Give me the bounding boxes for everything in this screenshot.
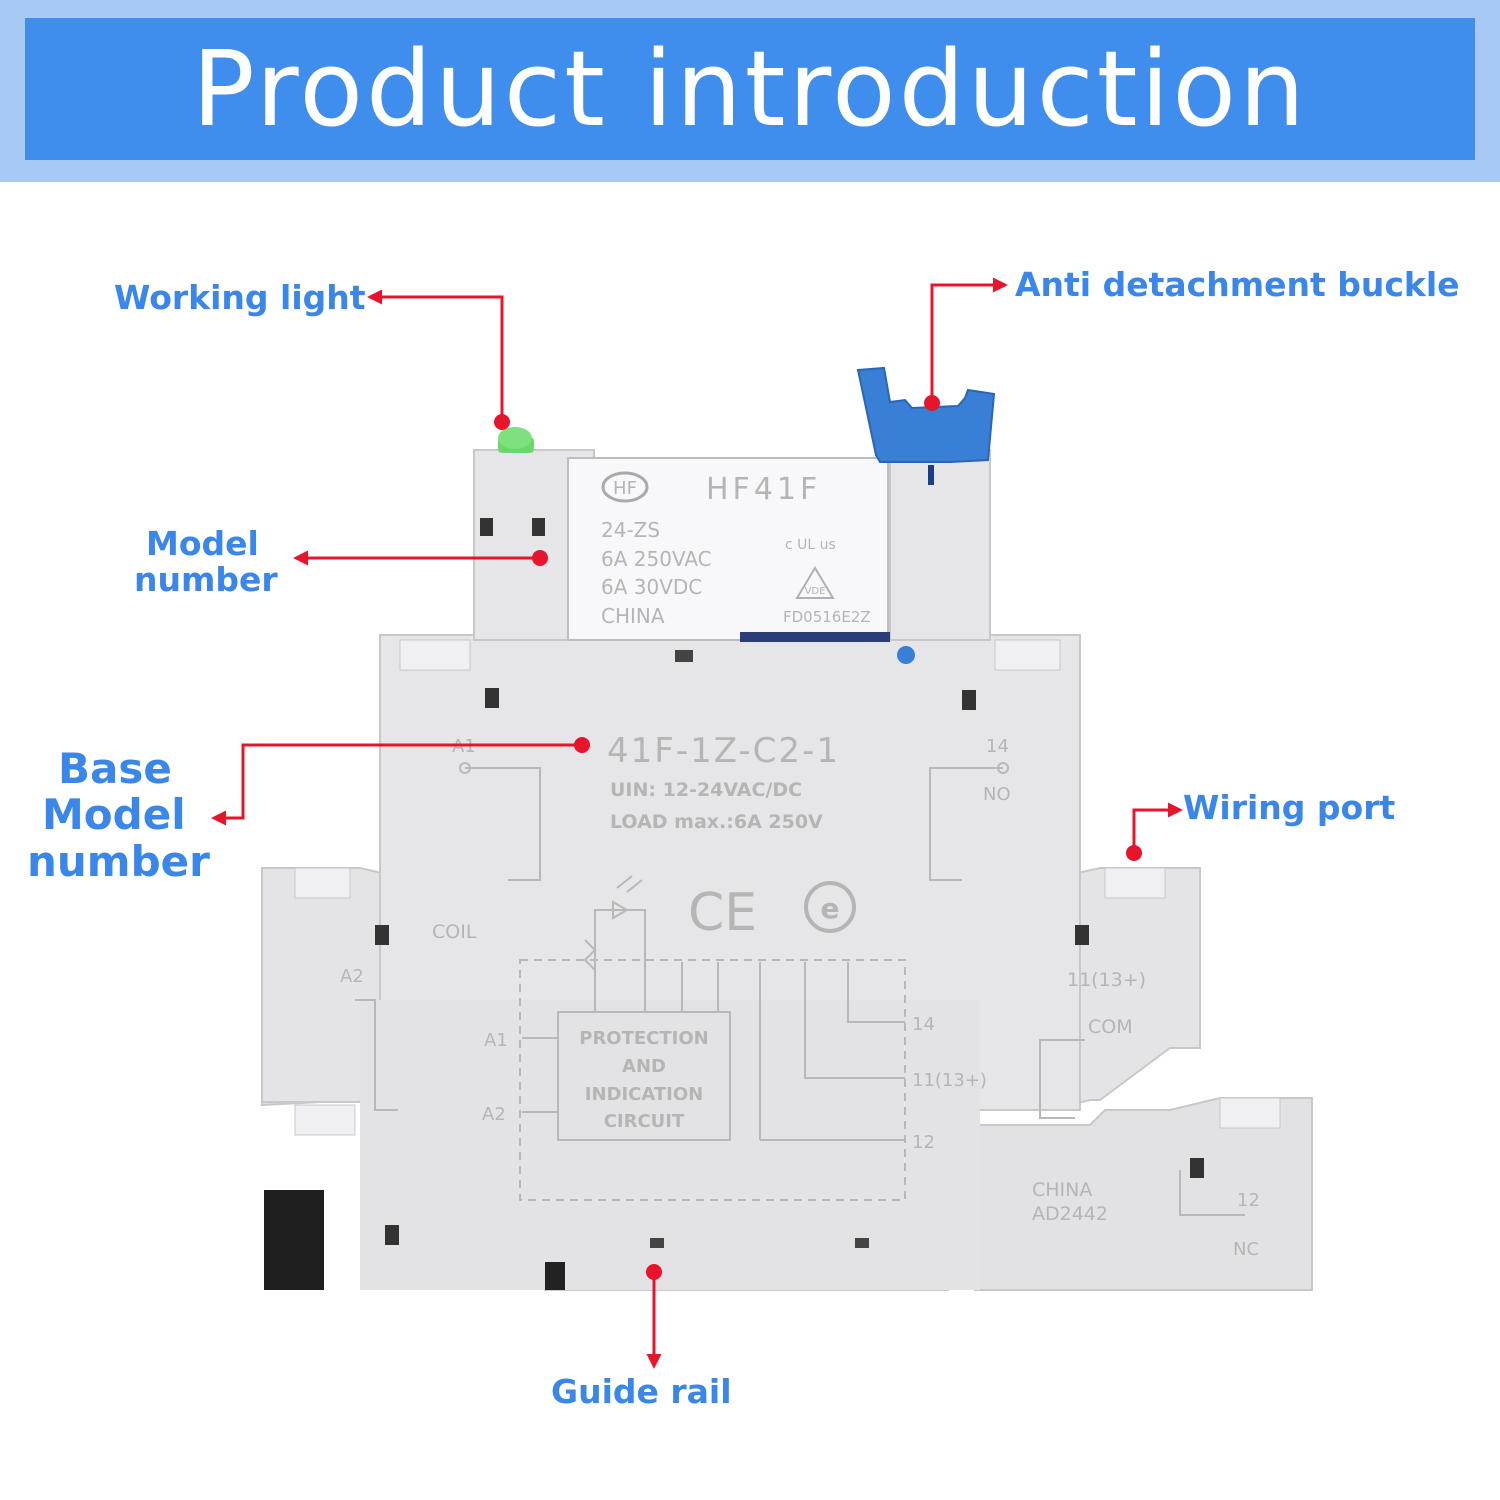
callout-dots: [494, 395, 1142, 1280]
wiring-port-arrow: [1132, 802, 1183, 853]
internal-schematic: PROTECTION AND INDICATION CIRCUIT A1 A2 …: [482, 875, 987, 1201]
buckle-arrow: [930, 277, 1008, 403]
anti-detachment-buckle: [856, 366, 996, 664]
schematic-a2-label: A2: [482, 1104, 506, 1125]
relay-rating-dc: 6A 30VDC: [601, 575, 702, 599]
coil-label: COIL: [432, 921, 477, 943]
hf-logo: [601, 471, 649, 503]
relay-model: HF41F: [706, 472, 821, 507]
anti-detachment-buckle-label: Anti detachment buckle: [1015, 265, 1460, 304]
vde-mark-icon: [795, 566, 835, 599]
e-certification-icon: e: [804, 881, 856, 933]
hf-logo-text: HF: [613, 478, 637, 499]
base-lot-text: AD2442: [1032, 1203, 1108, 1225]
svg-text:e: e: [821, 892, 840, 925]
schematic-a1-label: A1: [484, 1030, 508, 1051]
working-light-led: [498, 427, 534, 453]
base-model-arrow: [211, 743, 582, 826]
schematic-12-label: 12: [912, 1132, 935, 1153]
title-banner: [25, 18, 1475, 160]
circuit-line-1: PROTECTION: [579, 1028, 708, 1049]
schematic-14-label: 14: [912, 1014, 935, 1035]
terminal-a2-label: A2: [340, 966, 364, 987]
model-number-label-line1: Model: [146, 524, 259, 563]
ce-mark: CE: [688, 883, 757, 943]
no-label: NO: [983, 784, 1011, 805]
terminal-12-label: 12: [1237, 1190, 1260, 1211]
base-model-label-line1: Base: [58, 744, 172, 793]
circuit-line-2: AND: [622, 1056, 666, 1077]
working-light-arrow: [367, 289, 504, 422]
guide-rail-label: Guide rail: [551, 1372, 732, 1411]
relay-base-housing: [261, 449, 1313, 1291]
relay-rating-ac: 6A 250VAC: [601, 547, 712, 571]
callout-arrows: [211, 277, 1183, 1369]
ul-mark: c UL us: [785, 537, 836, 553]
model-number-label-line2: number: [134, 560, 278, 599]
com-label: COM: [1088, 1016, 1133, 1038]
base-model-label-line3: number: [27, 837, 210, 886]
base-origin-text: CHINA: [1032, 1179, 1092, 1201]
working-light-label: Working light: [114, 278, 366, 317]
terminal-traces: [355, 762, 1245, 1216]
schematic-11-label: 11(13+): [912, 1070, 987, 1091]
page-title: Product introduction: [192, 28, 1308, 150]
circuit-line-4: CIRCUIT: [604, 1111, 685, 1132]
terminal-14-label: 14: [986, 736, 1009, 757]
rail-clip: [264, 1190, 324, 1290]
base-model-label-line2: Model: [42, 790, 186, 839]
base-load-text: LOAD max.:6A 250V: [610, 811, 823, 833]
relay-module: HF HF41F 24-ZS 6A 250VAC 6A 30VDC CHINA …: [567, 457, 890, 642]
base-input-text: UIN: 12-24VAC/DC: [610, 779, 802, 801]
relay-code: 24-ZS: [601, 518, 660, 542]
base-model-text: 41F-1Z-C2-1: [607, 731, 840, 771]
vde-mark: VDE: [805, 586, 826, 597]
nc-label: NC: [1233, 1239, 1259, 1260]
terminal-11-label: 11(13+): [1067, 969, 1146, 991]
relay-serial: FD0516E2Z: [783, 608, 871, 626]
wiring-port-label: Wiring port: [1183, 788, 1396, 827]
relay-origin: CHINA: [601, 604, 665, 628]
circuit-line-3: INDICATION: [585, 1084, 704, 1105]
